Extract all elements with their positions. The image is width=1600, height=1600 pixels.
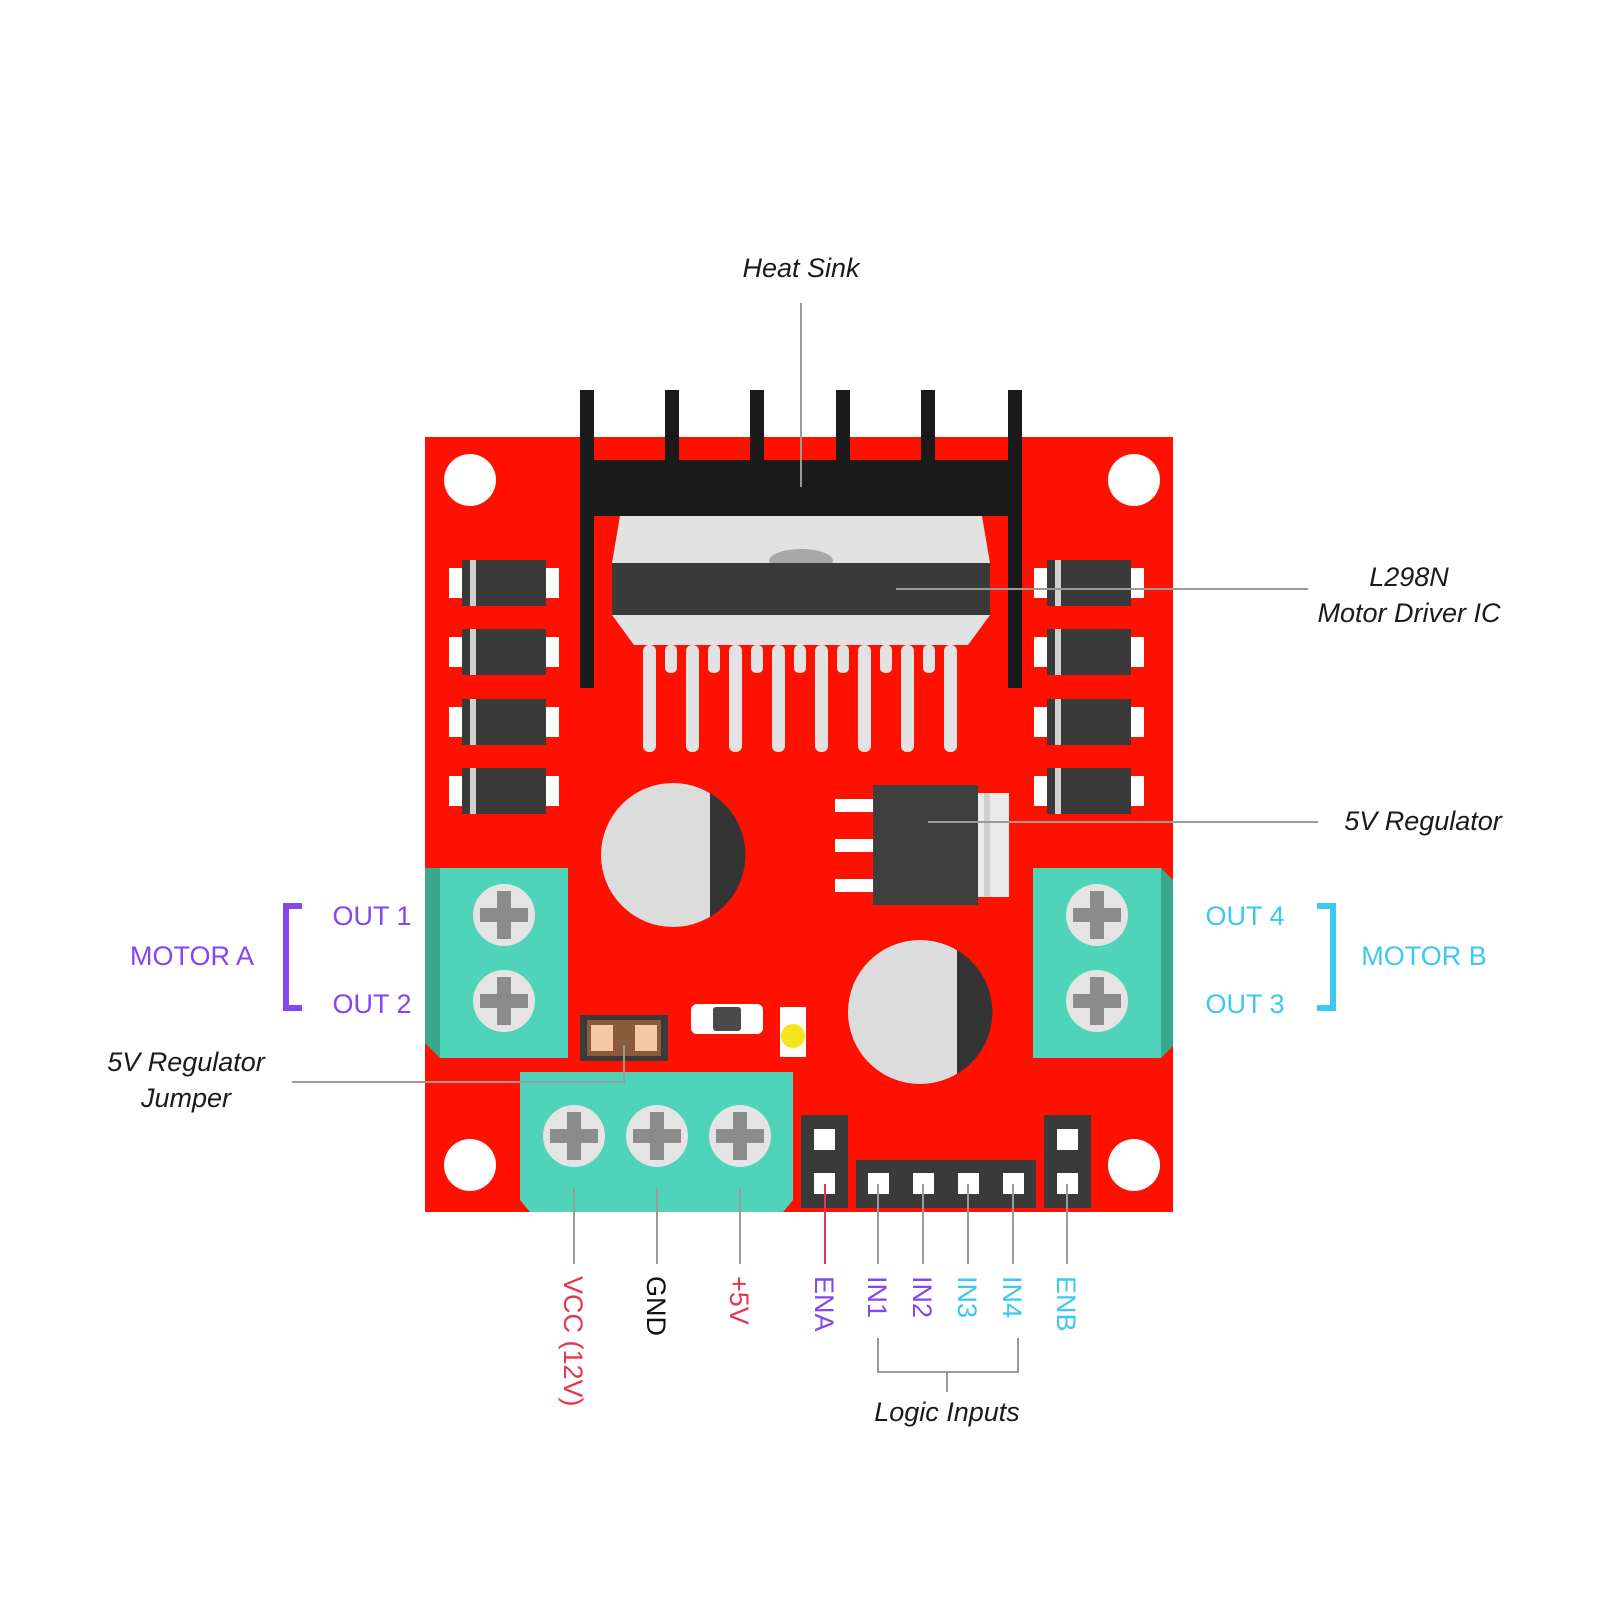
enb-pin-label: ENB (1051, 1276, 1081, 1332)
mounting-hole-top-left (444, 454, 496, 506)
regulator-label: 5V Regulator (1344, 806, 1503, 836)
ic-label-line1: L298N (1369, 562, 1449, 592)
out4-label: OUT 4 (1205, 901, 1284, 931)
out3-label: OUT 3 (1205, 989, 1284, 1019)
power-led (780, 1007, 806, 1057)
mounting-hole-bottom-right (1108, 1139, 1160, 1191)
in2-pin-label: IN2 (907, 1276, 937, 1318)
out2-label: OUT 2 (332, 989, 411, 1019)
capacitor-top (601, 783, 746, 927)
power-terminal (520, 1072, 793, 1212)
motor-a-bracket (283, 903, 302, 1011)
ena-pin-label: ENA (809, 1276, 839, 1332)
jumper-leader (292, 1045, 625, 1083)
gnd-pin-label: GND (641, 1276, 671, 1336)
voltage-regulator (835, 785, 1009, 905)
motor-b-label: MOTOR B (1361, 941, 1487, 971)
motor-a-terminal (425, 868, 568, 1058)
vcc-pin-label: VCC (12V) (558, 1276, 588, 1407)
jumper-label-line1: 5V Regulator (107, 1047, 266, 1077)
logic-inputs-label: Logic Inputs (874, 1397, 1020, 1427)
leader-lines (292, 303, 1318, 1392)
ic-label-line2: Motor Driver IC (1317, 598, 1501, 628)
in4-pin-label: IN4 (997, 1276, 1027, 1318)
mounting-hole-bottom-left (444, 1139, 496, 1191)
out1-label: OUT 1 (332, 901, 411, 931)
motor-b-terminal (1033, 868, 1173, 1058)
ena-header (801, 1115, 848, 1208)
mounting-hole-top-right (1108, 454, 1160, 506)
capacitor-bottom (848, 940, 993, 1084)
logic-input-header (856, 1160, 1036, 1208)
motor-a-label: MOTOR A (130, 941, 254, 971)
logic-inputs-bracket (877, 1338, 1019, 1373)
v5-pin-label: +5V (724, 1276, 754, 1325)
in1-pin-label: IN1 (862, 1276, 892, 1318)
in3-pin-label: IN3 (952, 1276, 982, 1318)
jumper-label-line2: Jumper (140, 1083, 232, 1113)
heat-sink (580, 390, 1022, 688)
motor-b-bracket (1317, 903, 1336, 1011)
heat-sink-label: Heat Sink (742, 253, 861, 283)
resistor (691, 1004, 763, 1034)
